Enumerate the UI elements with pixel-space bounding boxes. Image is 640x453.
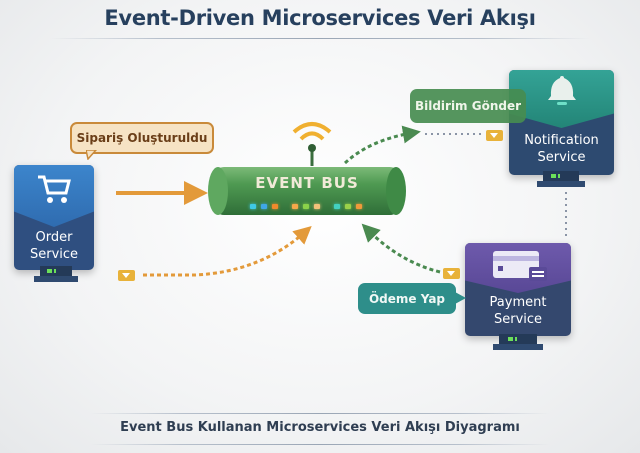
event-bus-led — [334, 204, 340, 209]
title-divider — [50, 38, 590, 39]
event-bubble-make-payment: Ödeme Yap — [358, 283, 456, 314]
notification-service-label-1: Notification — [524, 133, 599, 149]
payment-service[interactable]: Payment Service — [465, 243, 571, 336]
event-bus-label: EVENT BUS — [255, 174, 359, 192]
arrow-order-dotted-to-bus — [143, 226, 312, 277]
event-bus-led — [250, 204, 256, 209]
credit-card-icon — [493, 251, 547, 281]
bubble-tail-payment — [455, 292, 466, 304]
payment-service-base — [493, 334, 543, 350]
event-bus-leds — [250, 204, 370, 210]
envelope-icon-notification — [486, 130, 503, 141]
notification-service-base — [537, 171, 585, 187]
event-label-make-payment: Ödeme Yap — [368, 291, 446, 306]
wifi-icon — [292, 122, 332, 166]
event-bubble-send-notification: Bildirim Gönder — [410, 89, 526, 123]
bubble-tail-order — [86, 150, 98, 160]
diagram-title: Event-Driven Microservices Veri Akışı — [104, 6, 536, 30]
notification-service-label-2: Service — [537, 150, 586, 165]
event-bus-led — [292, 204, 298, 209]
order-service-base — [34, 266, 78, 282]
order-service[interactable]: Order Service — [14, 165, 94, 270]
subtitle-divider-top — [90, 413, 550, 414]
bell-icon — [548, 76, 576, 105]
envelope-icon-payment — [443, 268, 460, 279]
order-service-label-1: Order — [35, 229, 73, 245]
envelope-icon-order — [118, 270, 135, 281]
event-bubble-order-created: Sipariş Oluşturuldu — [70, 122, 214, 154]
arrow-payment-to-bus — [361, 223, 441, 274]
event-label-order-created: Sipariş Oluşturuldu — [76, 131, 208, 145]
event-bus-led — [272, 204, 278, 209]
event-label-send-notification: Bildirim Gönder — [414, 99, 522, 113]
event-bus: EVENT BUS — [206, 165, 408, 217]
notification-service[interactable]: Notification Service — [509, 70, 614, 175]
order-service-label-2: Service — [29, 246, 79, 262]
cart-icon — [38, 175, 71, 203]
arrow-bus-to-notification — [343, 125, 421, 165]
event-bus-led — [356, 204, 362, 209]
payment-service-label-2: Service — [493, 312, 543, 327]
subtitle-divider-bottom — [90, 444, 550, 445]
event-bus-cylinder — [208, 167, 406, 215]
event-bus-led — [314, 204, 320, 209]
diagram-subtitle: Event Bus Kullanan Microservices Veri Ak… — [120, 420, 520, 435]
event-bus-led — [303, 204, 309, 209]
payment-service-label-1: Payment — [489, 295, 547, 311]
event-bus-led — [261, 204, 267, 209]
event-bus-led — [345, 204, 351, 209]
